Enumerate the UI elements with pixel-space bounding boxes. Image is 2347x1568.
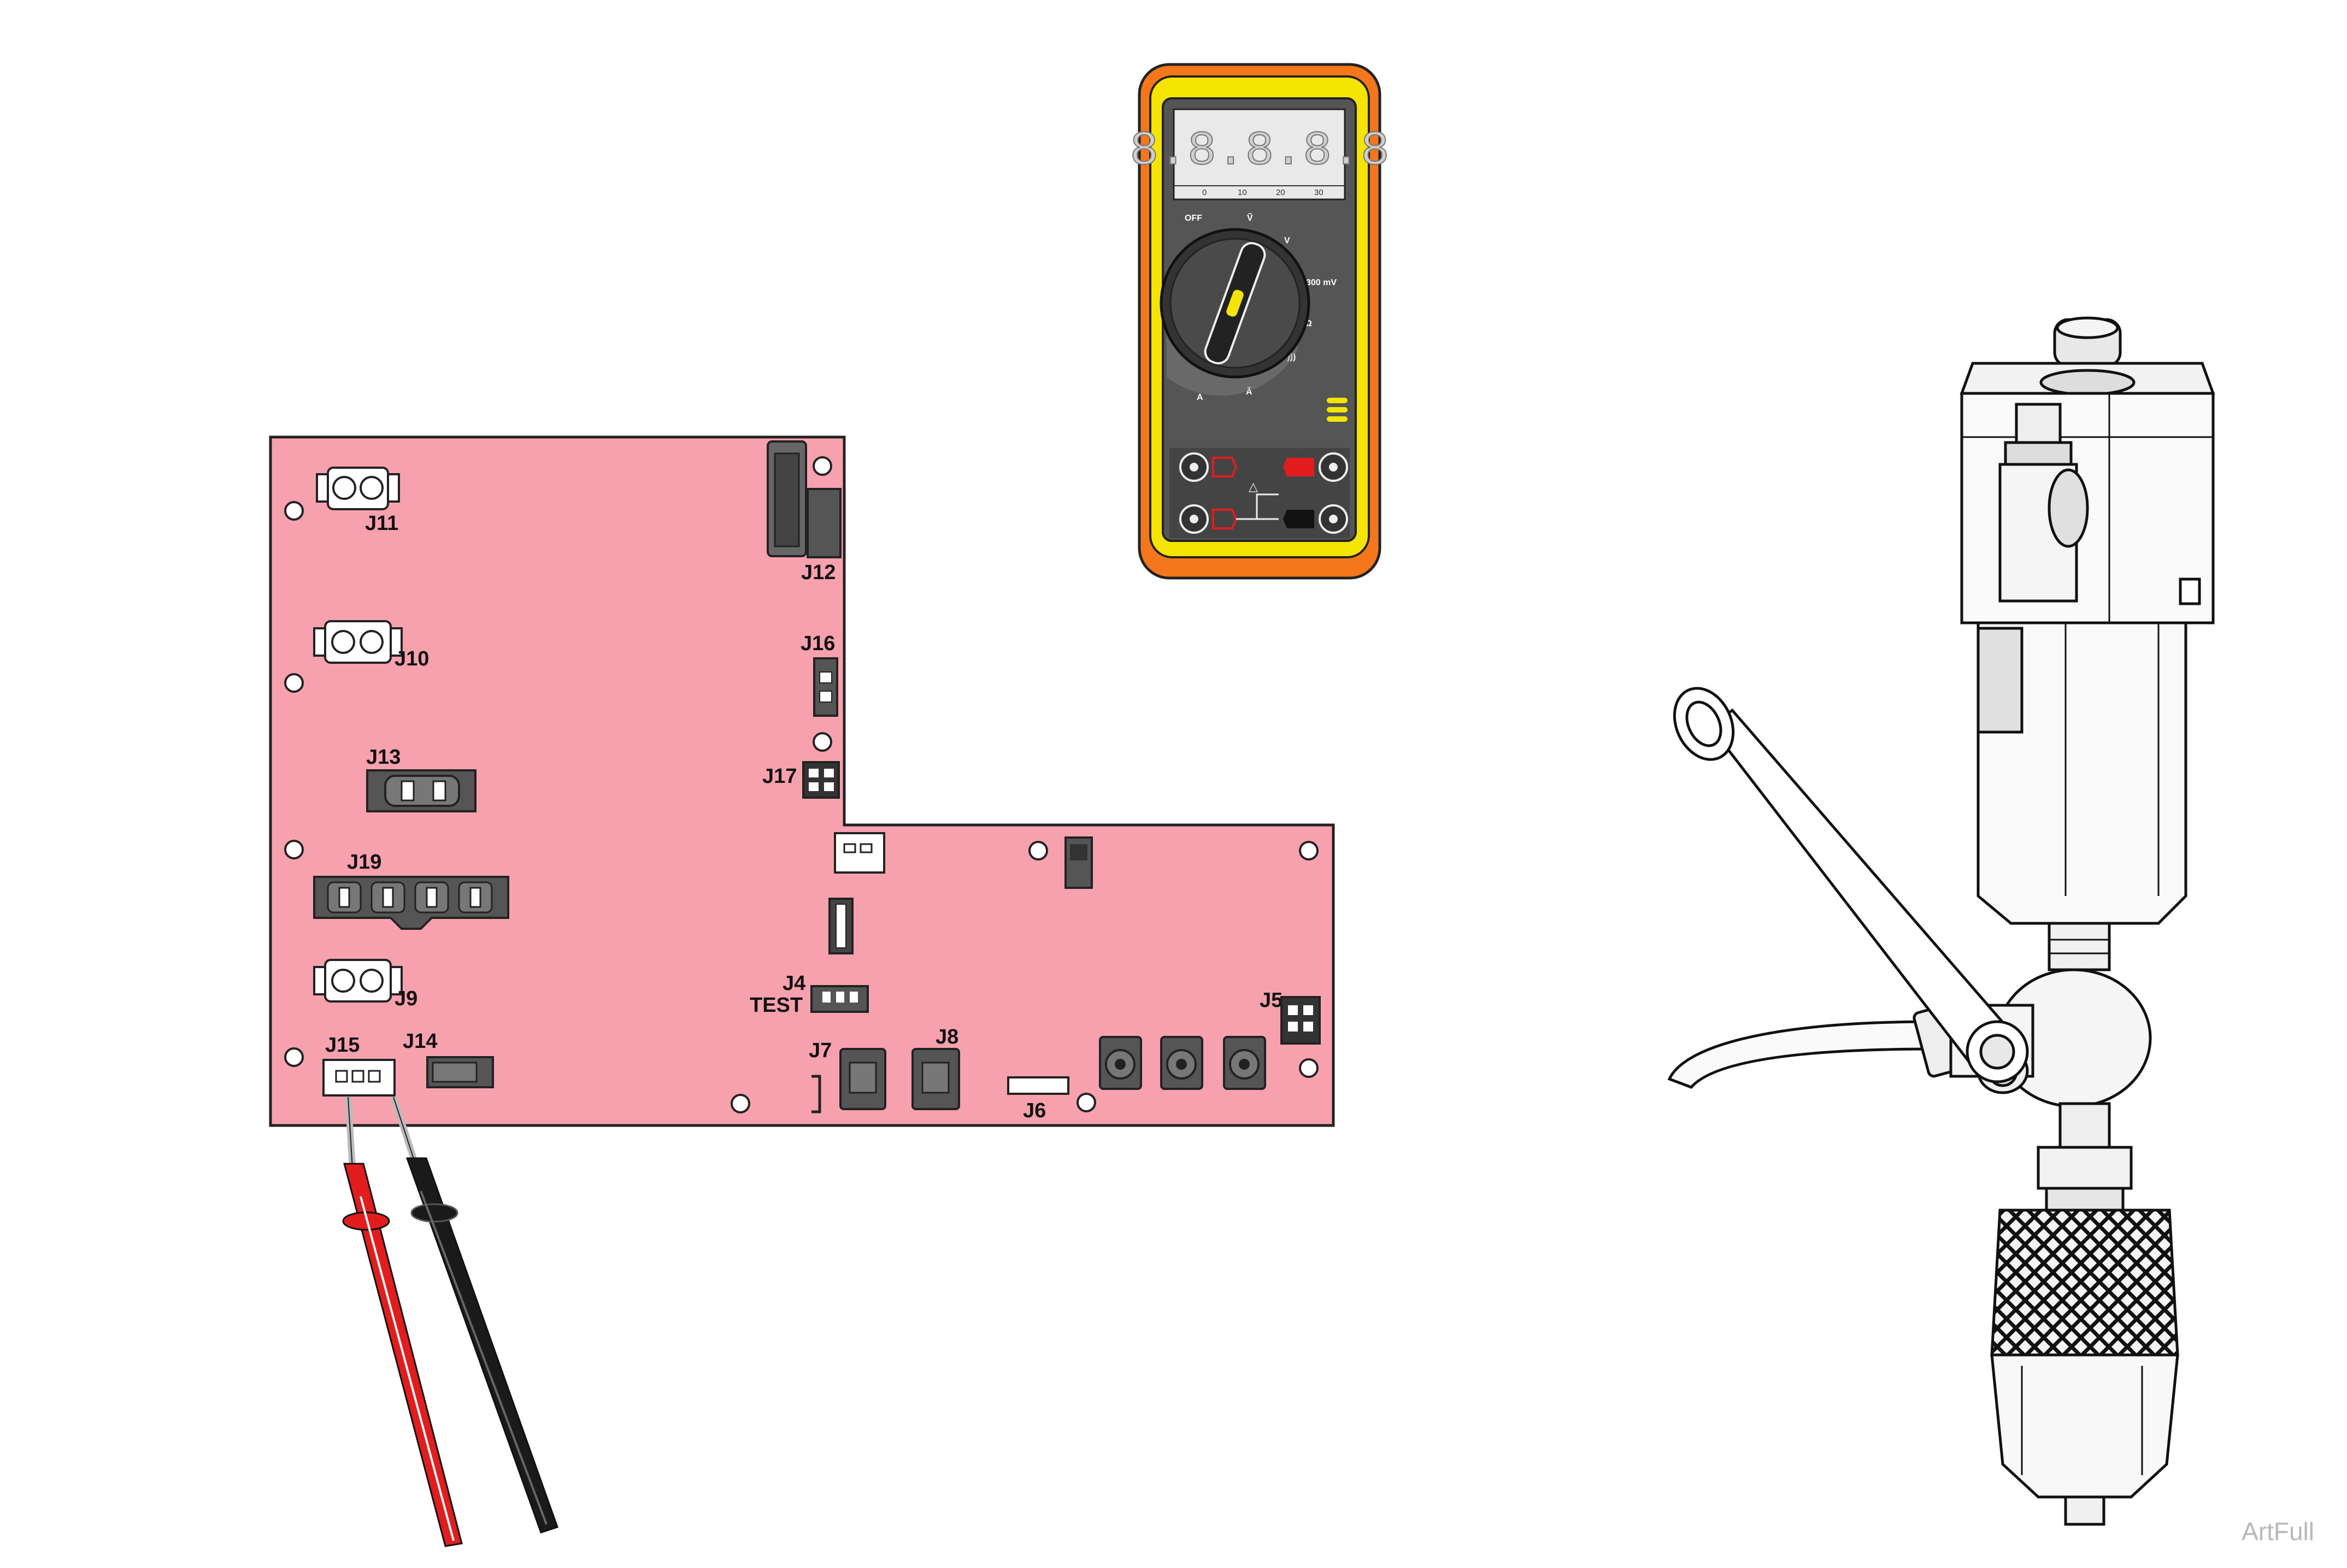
filter-top-cap [1960, 316, 2215, 396]
label-test: TEST [750, 994, 803, 1017]
board-pushbuttons [1099, 1036, 1266, 1090]
label-j12: J12 [801, 561, 836, 584]
wrench [1673, 687, 2029, 1083]
label-j16: J16 [801, 632, 835, 655]
dial-vdc-label: V [1284, 236, 1290, 245]
mounting-holes [284, 456, 1319, 1113]
connector-j6: J6 [1007, 1076, 1069, 1122]
board-component-black-relay [1064, 836, 1093, 889]
connector-j19: J19 [313, 851, 509, 930]
label-j4: J4 [783, 972, 805, 995]
connector-j13: J13 [366, 746, 477, 812]
svg-text:10: 10 [1238, 188, 1247, 197]
label-j5: J5 [1260, 989, 1283, 1012]
dial-aac-label: Ã [1246, 386, 1252, 397]
dial-off-label: OFF [1185, 214, 1202, 223]
watermark: ArtFull [2242, 1517, 2314, 1546]
red-probe [342, 1097, 463, 1547]
rotary-dial[interactable] [1160, 228, 1310, 396]
connector-j17: J17 [762, 761, 840, 799]
label-j9: J9 [395, 987, 417, 1010]
air-hose [1667, 1020, 1936, 1089]
board-outline [269, 435, 1335, 1127]
connector-j5: J5 [1260, 989, 1321, 1045]
board-component-ribbon-header [828, 898, 854, 954]
dial-vac-label: Ṽ [1247, 212, 1253, 223]
svg-text:30: 30 [1314, 188, 1324, 197]
dial-mv-label: 300 mV [1306, 278, 1337, 287]
filter-drain-bowl [1990, 1353, 2179, 1499]
multimeter-lcd [1173, 108, 1346, 201]
black-probe [390, 1096, 558, 1534]
multimeter-scale: 0 10 20 30 [1202, 188, 1324, 197]
svg-text:△: △ [1249, 480, 1258, 493]
body-neck [2048, 922, 2111, 971]
connector-j10: J10 [313, 620, 429, 670]
label-j11: J11 [365, 512, 398, 535]
label-j13: J13 [366, 746, 401, 769]
connector-j9: J9 [313, 959, 417, 1010]
connector-j16: J16 [801, 632, 838, 717]
label-j15: J15 [325, 1034, 360, 1057]
svg-text:0: 0 [1202, 188, 1207, 197]
gauge-nut [1998, 403, 2089, 603]
lower-fitting [2058, 1102, 2111, 1149]
multimeter: 8.8.8.8.8 0 10 20 30 OFF Ṽ V 300 mV Ω ·)… [1129, 63, 1390, 580]
label-j17: J17 [762, 765, 797, 788]
board-component-small-connector [834, 832, 885, 874]
knurled-bowl [1990, 1209, 2179, 1357]
connector-j8: J8 [911, 1025, 960, 1110]
label-j10: J10 [395, 647, 429, 670]
circuit-board: J11 J10 J13 J19 [269, 435, 1335, 1127]
label-j6: J6 [1023, 1099, 1046, 1122]
connector-j11: J11 [316, 467, 400, 535]
multimeter-display: 8.8.8.8.8 [1130, 125, 1389, 179]
drain-valve [2064, 1495, 2105, 1526]
connector-j12: J12 [767, 440, 842, 584]
label-j8: J8 [936, 1025, 958, 1048]
connector-j4: J4 TEST [750, 972, 869, 1017]
range-indicator-lights [1327, 398, 1348, 422]
connector-j15: J15 [322, 1034, 396, 1097]
valve-filter-assembly [1667, 316, 2215, 1526]
svg-text:20: 20 [1276, 188, 1285, 197]
test-probes [342, 1096, 558, 1547]
connector-j7: J7 [809, 1039, 886, 1113]
label-j14: J14 [403, 1030, 437, 1053]
filter-body [1977, 621, 2187, 925]
connector-j14: J14 [403, 1030, 494, 1088]
input-jacks: △ [1169, 448, 1350, 538]
label-j7: J7 [809, 1039, 832, 1062]
label-j19: J19 [347, 851, 381, 874]
dial-adc-label: A [1197, 393, 1203, 402]
